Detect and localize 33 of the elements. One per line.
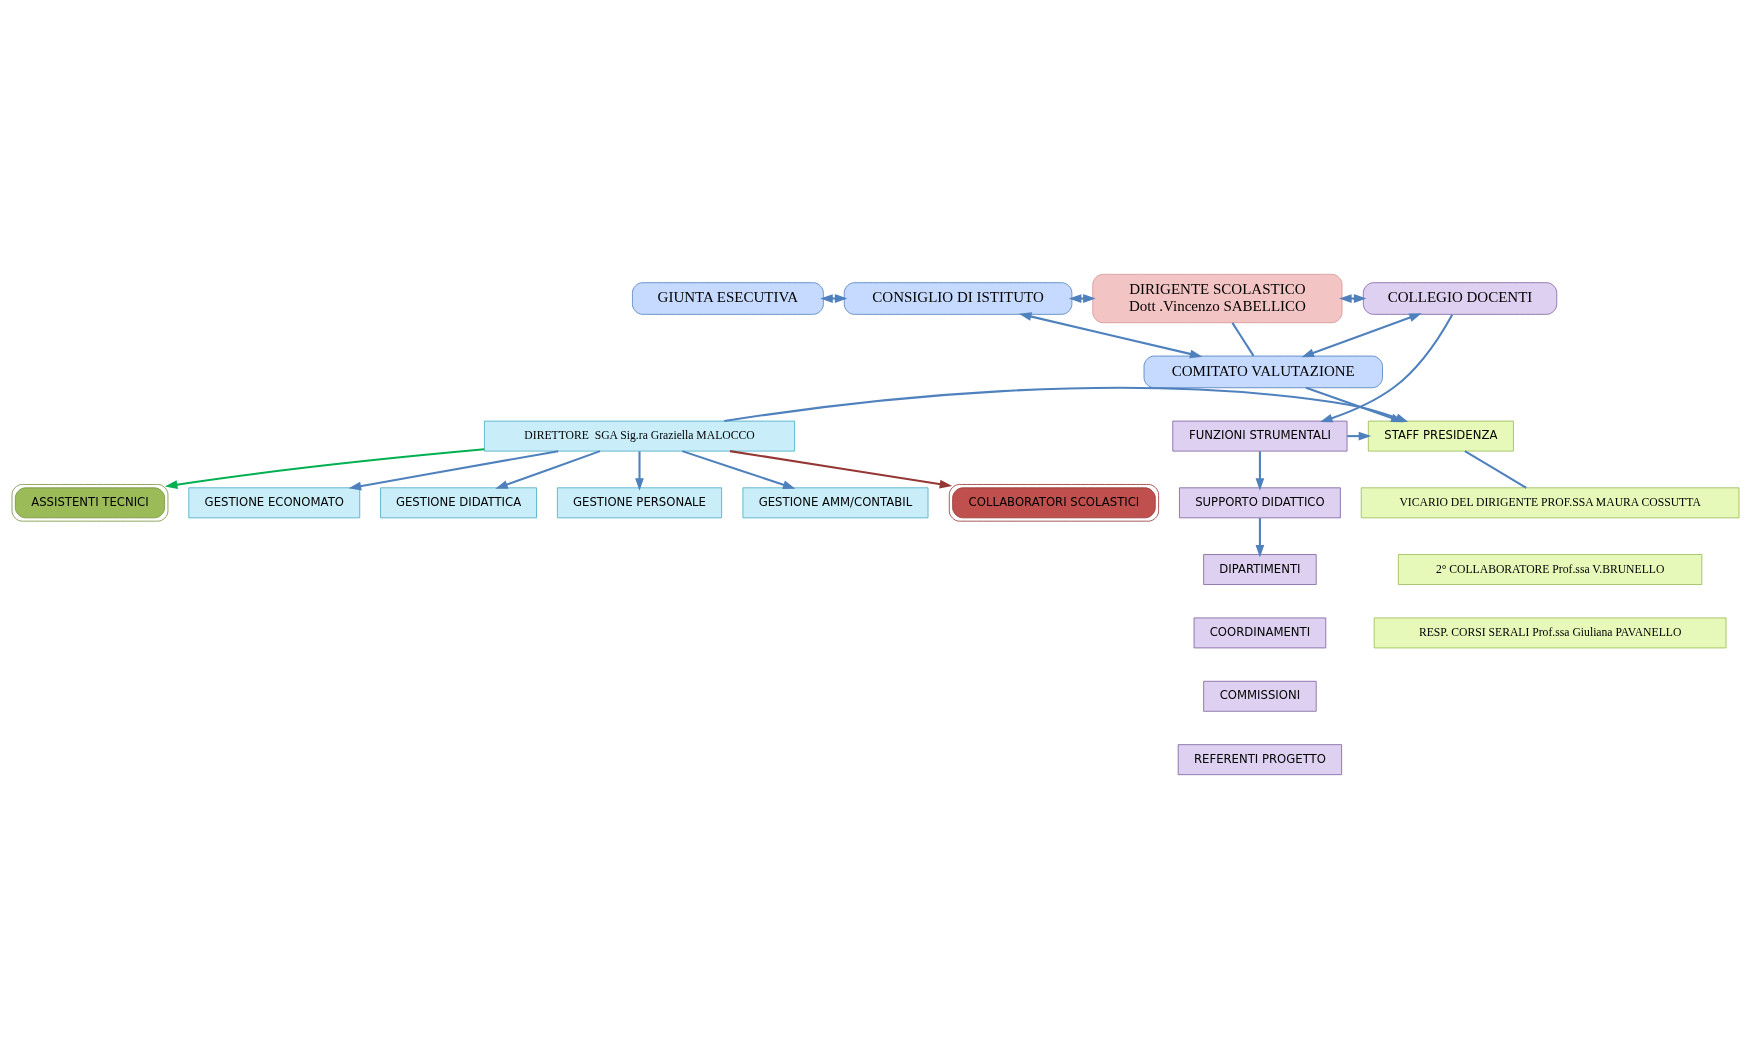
connector bbox=[1464, 449, 1527, 489]
node-box: REFERENTI PROGETTO bbox=[1177, 743, 1343, 775]
node-box: COLLEGIO DOCENTI bbox=[1362, 281, 1558, 315]
node-box: GESTIONE AMM/CONTABIL bbox=[742, 486, 929, 518]
connector bbox=[1231, 321, 1255, 356]
arrow bbox=[1255, 517, 1265, 557]
node-box: COMMISSIONI bbox=[1203, 680, 1317, 712]
arrow bbox=[729, 449, 953, 488]
arrow bbox=[635, 450, 644, 491]
node-box: RESP. CORSI SERALI Prof.ssa Giuliana PAVANELLO bbox=[1373, 616, 1727, 648]
arrow bbox=[1018, 311, 1203, 358]
node-box: SUPPORTO DIDATTICO bbox=[1179, 486, 1341, 518]
arrow bbox=[164, 447, 485, 489]
arrow bbox=[1255, 450, 1265, 491]
arrow bbox=[1301, 312, 1422, 357]
node-box: DIPARTIMENTI bbox=[1203, 553, 1317, 585]
node-box: 2° COLLABORATORE Prof.ssa V.BRUNELLO bbox=[1397, 553, 1703, 585]
node-box: GESTIONE PERSONALE bbox=[556, 486, 723, 518]
node-box: VICARIO DEL DIRIGENTE PROF.SSA MAURA COSSUTTA bbox=[1360, 486, 1740, 518]
node-box: GIUNTA ESECUTIVA bbox=[632, 281, 824, 315]
node-box: STAFF PRESIDENZA bbox=[1367, 420, 1514, 452]
arrow bbox=[1347, 431, 1372, 440]
arrow bbox=[495, 449, 601, 489]
node-box: DIRIGENTE SCOLASTICO Dott .Vincenzo SABELLICO bbox=[1092, 273, 1343, 323]
node-box: GESTIONE DIDATTICA bbox=[380, 486, 537, 518]
node-box: GESTIONE ECONOMATO bbox=[188, 486, 361, 518]
node-box: FUNZIONI STRUMENTALI bbox=[1172, 420, 1348, 452]
arrow bbox=[681, 449, 796, 489]
node-box: CONSIGLIO DI ISTITUTO bbox=[843, 281, 1073, 315]
node-box: DIRETTORE SGA Sig.ra Graziella MALOCCO bbox=[484, 420, 796, 452]
arrow bbox=[348, 449, 559, 490]
node-box: COORDINAMENTI bbox=[1193, 616, 1327, 648]
node-box: COMITATO VALUTAZIONE bbox=[1143, 355, 1383, 388]
